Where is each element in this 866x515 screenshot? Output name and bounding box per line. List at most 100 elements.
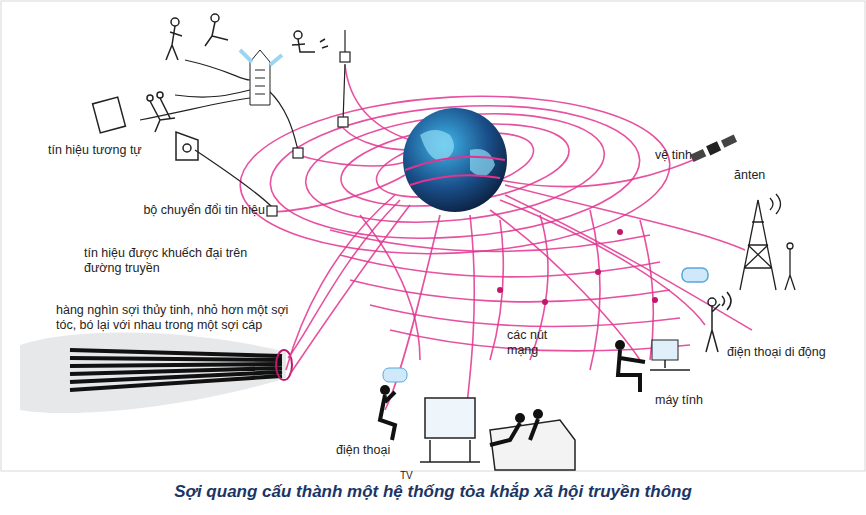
art-part xyxy=(500,200,705,325)
art-part xyxy=(650,360,690,370)
art-part xyxy=(255,70,265,94)
converter-boxes xyxy=(267,52,350,216)
callout-label: TV xyxy=(400,468,430,483)
people-icons xyxy=(93,14,328,160)
art-part xyxy=(183,144,191,152)
art-part xyxy=(690,149,706,162)
art-part xyxy=(403,108,507,212)
building xyxy=(240,50,282,105)
callout-label: các nút mạng xyxy=(507,328,567,358)
art-part xyxy=(380,392,395,440)
art-part xyxy=(340,255,660,277)
art-part xyxy=(195,150,272,207)
art-part xyxy=(171,18,179,26)
callout-label: máy tính xyxy=(655,393,735,408)
art-part xyxy=(166,26,182,60)
art-part xyxy=(770,194,781,214)
art-part xyxy=(652,340,678,360)
art-part xyxy=(93,97,126,133)
art-part xyxy=(211,14,219,22)
callout-label: bộ chuyển đổi tin hiệu xyxy=(95,203,265,218)
art-part xyxy=(343,64,345,122)
satellite xyxy=(690,134,738,163)
art-part xyxy=(721,135,737,148)
art-part xyxy=(147,95,153,101)
art-part xyxy=(70,350,282,390)
art-part xyxy=(490,420,575,470)
network-nodes xyxy=(497,229,658,305)
art-part xyxy=(465,215,474,420)
art-part xyxy=(652,297,658,303)
computer-user xyxy=(615,340,690,392)
art-part xyxy=(722,292,731,310)
art-part xyxy=(785,249,795,290)
art-part xyxy=(272,175,405,212)
art-part xyxy=(706,304,720,352)
art-part xyxy=(425,398,475,438)
art-part xyxy=(420,440,480,462)
art-part xyxy=(542,299,548,305)
art-part xyxy=(490,220,503,360)
art-part xyxy=(340,52,350,62)
art-part xyxy=(236,86,674,264)
art-part xyxy=(380,385,390,395)
art-part xyxy=(157,92,163,98)
art-part xyxy=(345,65,410,140)
callout-label: điện thoại di động xyxy=(727,345,857,360)
art-part xyxy=(706,141,721,155)
mobile-user xyxy=(682,268,731,352)
art-part xyxy=(708,298,716,306)
art-part xyxy=(300,101,609,236)
art-part xyxy=(360,215,420,360)
frame xyxy=(1,1,865,471)
art-part xyxy=(497,287,503,293)
art-part xyxy=(350,280,670,302)
art-part xyxy=(175,90,250,97)
art-part xyxy=(185,60,250,80)
signal-wires xyxy=(140,30,345,207)
callout-label: tín hiệu tương tự xyxy=(48,143,178,158)
art-part xyxy=(533,409,543,419)
art-part xyxy=(288,200,400,358)
art-part xyxy=(205,22,228,46)
art-part xyxy=(266,94,644,249)
tv-sofa xyxy=(420,398,575,470)
art-part xyxy=(293,148,303,158)
callout-label: điện thoại xyxy=(336,443,416,458)
phone-user xyxy=(380,368,407,440)
art-part xyxy=(150,101,175,132)
art-part xyxy=(338,117,348,127)
art-part xyxy=(20,332,286,413)
art-part xyxy=(294,31,302,39)
art-part xyxy=(267,206,277,216)
art-part xyxy=(276,350,292,380)
art-part xyxy=(640,220,653,360)
art-part xyxy=(682,268,708,282)
figure-caption: Sợi quang cấu thành một hệ thống tỏa khắ… xyxy=(0,482,866,502)
art-part xyxy=(405,157,505,185)
art-part xyxy=(292,39,315,52)
art-part xyxy=(490,419,538,445)
callout-label: hàng nghìn sợi thủy tinh, nhỏ hơn một sợ… xyxy=(56,303,291,333)
art-part xyxy=(617,229,623,235)
art-part xyxy=(343,128,410,150)
art-part xyxy=(320,39,328,48)
art-part xyxy=(595,269,601,275)
art-part xyxy=(490,210,640,360)
art-part xyxy=(383,368,407,382)
art-part xyxy=(160,98,170,118)
art-part xyxy=(286,195,395,370)
art-part xyxy=(590,210,600,370)
art-part xyxy=(615,340,625,350)
fiber-lines xyxy=(236,65,752,420)
art-part xyxy=(740,200,776,290)
cable-bundle xyxy=(20,332,292,413)
globe xyxy=(403,108,507,212)
callout-label: tín hiệu được khuếch đại trên đường truy… xyxy=(84,246,274,276)
callout-label: ănten xyxy=(734,168,794,183)
art-part xyxy=(420,130,495,176)
art-part xyxy=(140,98,250,120)
art-part xyxy=(787,243,793,249)
art-part xyxy=(618,350,645,392)
